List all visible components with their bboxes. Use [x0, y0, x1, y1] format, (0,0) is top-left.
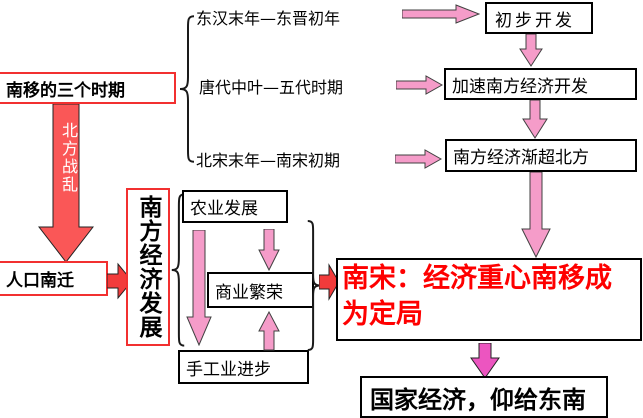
accelerated-development-label: 加速南方经济开发: [452, 76, 588, 97]
period-1-label: 东汉末年—东晋初年: [196, 9, 341, 28]
commerce-box: 商业繁荣: [207, 272, 314, 308]
commerce-label: 商业繁荣: [215, 282, 283, 303]
arrow-right-period1-icon: [402, 4, 480, 24]
arrow-down-stage2-icon: [522, 100, 548, 139]
handicraft-label: 手工业进步: [186, 359, 271, 380]
sectors-brace-left: [170, 192, 186, 348]
arrow-down-agri-commerce-icon: [258, 229, 280, 271]
arrow-right-period2-icon: [396, 75, 443, 95]
arrow-down-national-icon: [470, 343, 500, 379]
initial-development-label: 初步开发: [495, 10, 575, 31]
agriculture-box: 农业发展: [182, 190, 288, 223]
south-surpasses-north-box: 南方经济渐超北方: [445, 139, 637, 172]
arrow-up-handicraft-commerce-icon: [258, 311, 280, 351]
period-2-label: 唐代中叶—五代时期: [199, 78, 344, 97]
arrow-right-period3-icon: [395, 149, 442, 169]
periods-title-label: 南移的三个时期: [6, 80, 125, 101]
northern-war-label: 北方战乱: [59, 122, 78, 194]
period-3-label: 北宋末年—南宋初期: [196, 151, 341, 170]
arrow-down-agri-handicraft-icon: [186, 230, 212, 346]
conclusion-line2: 为定局: [342, 299, 423, 330]
conclusion-line1: 南宋：经济重心南移成: [342, 263, 612, 294]
arrow-down-war-icon: [38, 104, 94, 263]
population-migration-box: 人口南迁: [0, 261, 108, 296]
periods-brace: [178, 14, 196, 164]
accelerated-development-box: 加速南方经济开发: [444, 68, 637, 100]
handicraft-box: 手工业进步: [178, 350, 309, 384]
initial-development-box: 初步开发: [485, 2, 593, 34]
arrow-down-stage3-icon: [521, 172, 551, 258]
arrow-down-stage1-icon: [519, 34, 543, 67]
national-economy-box: 国家经济，仰给东南: [360, 376, 608, 418]
population-migration-label: 人口南迁: [6, 271, 74, 291]
south-surpasses-north-label: 南方经济渐超北方: [453, 148, 589, 168]
southern-economy-box: 南方经济发展: [126, 188, 170, 346]
conclusion-box: 南宋：经济重心南移成 为定局: [336, 258, 642, 341]
arrow-right-migration-icon: [107, 262, 133, 300]
periods-title-box: 南移的三个时期: [0, 72, 176, 104]
national-economy-label: 国家经济，仰给东南: [370, 385, 586, 414]
arrow-right-conclusion-icon: [319, 263, 340, 301]
southern-economy-label: 南方经济发展: [135, 195, 161, 339]
agriculture-label: 农业发展: [190, 199, 258, 219]
